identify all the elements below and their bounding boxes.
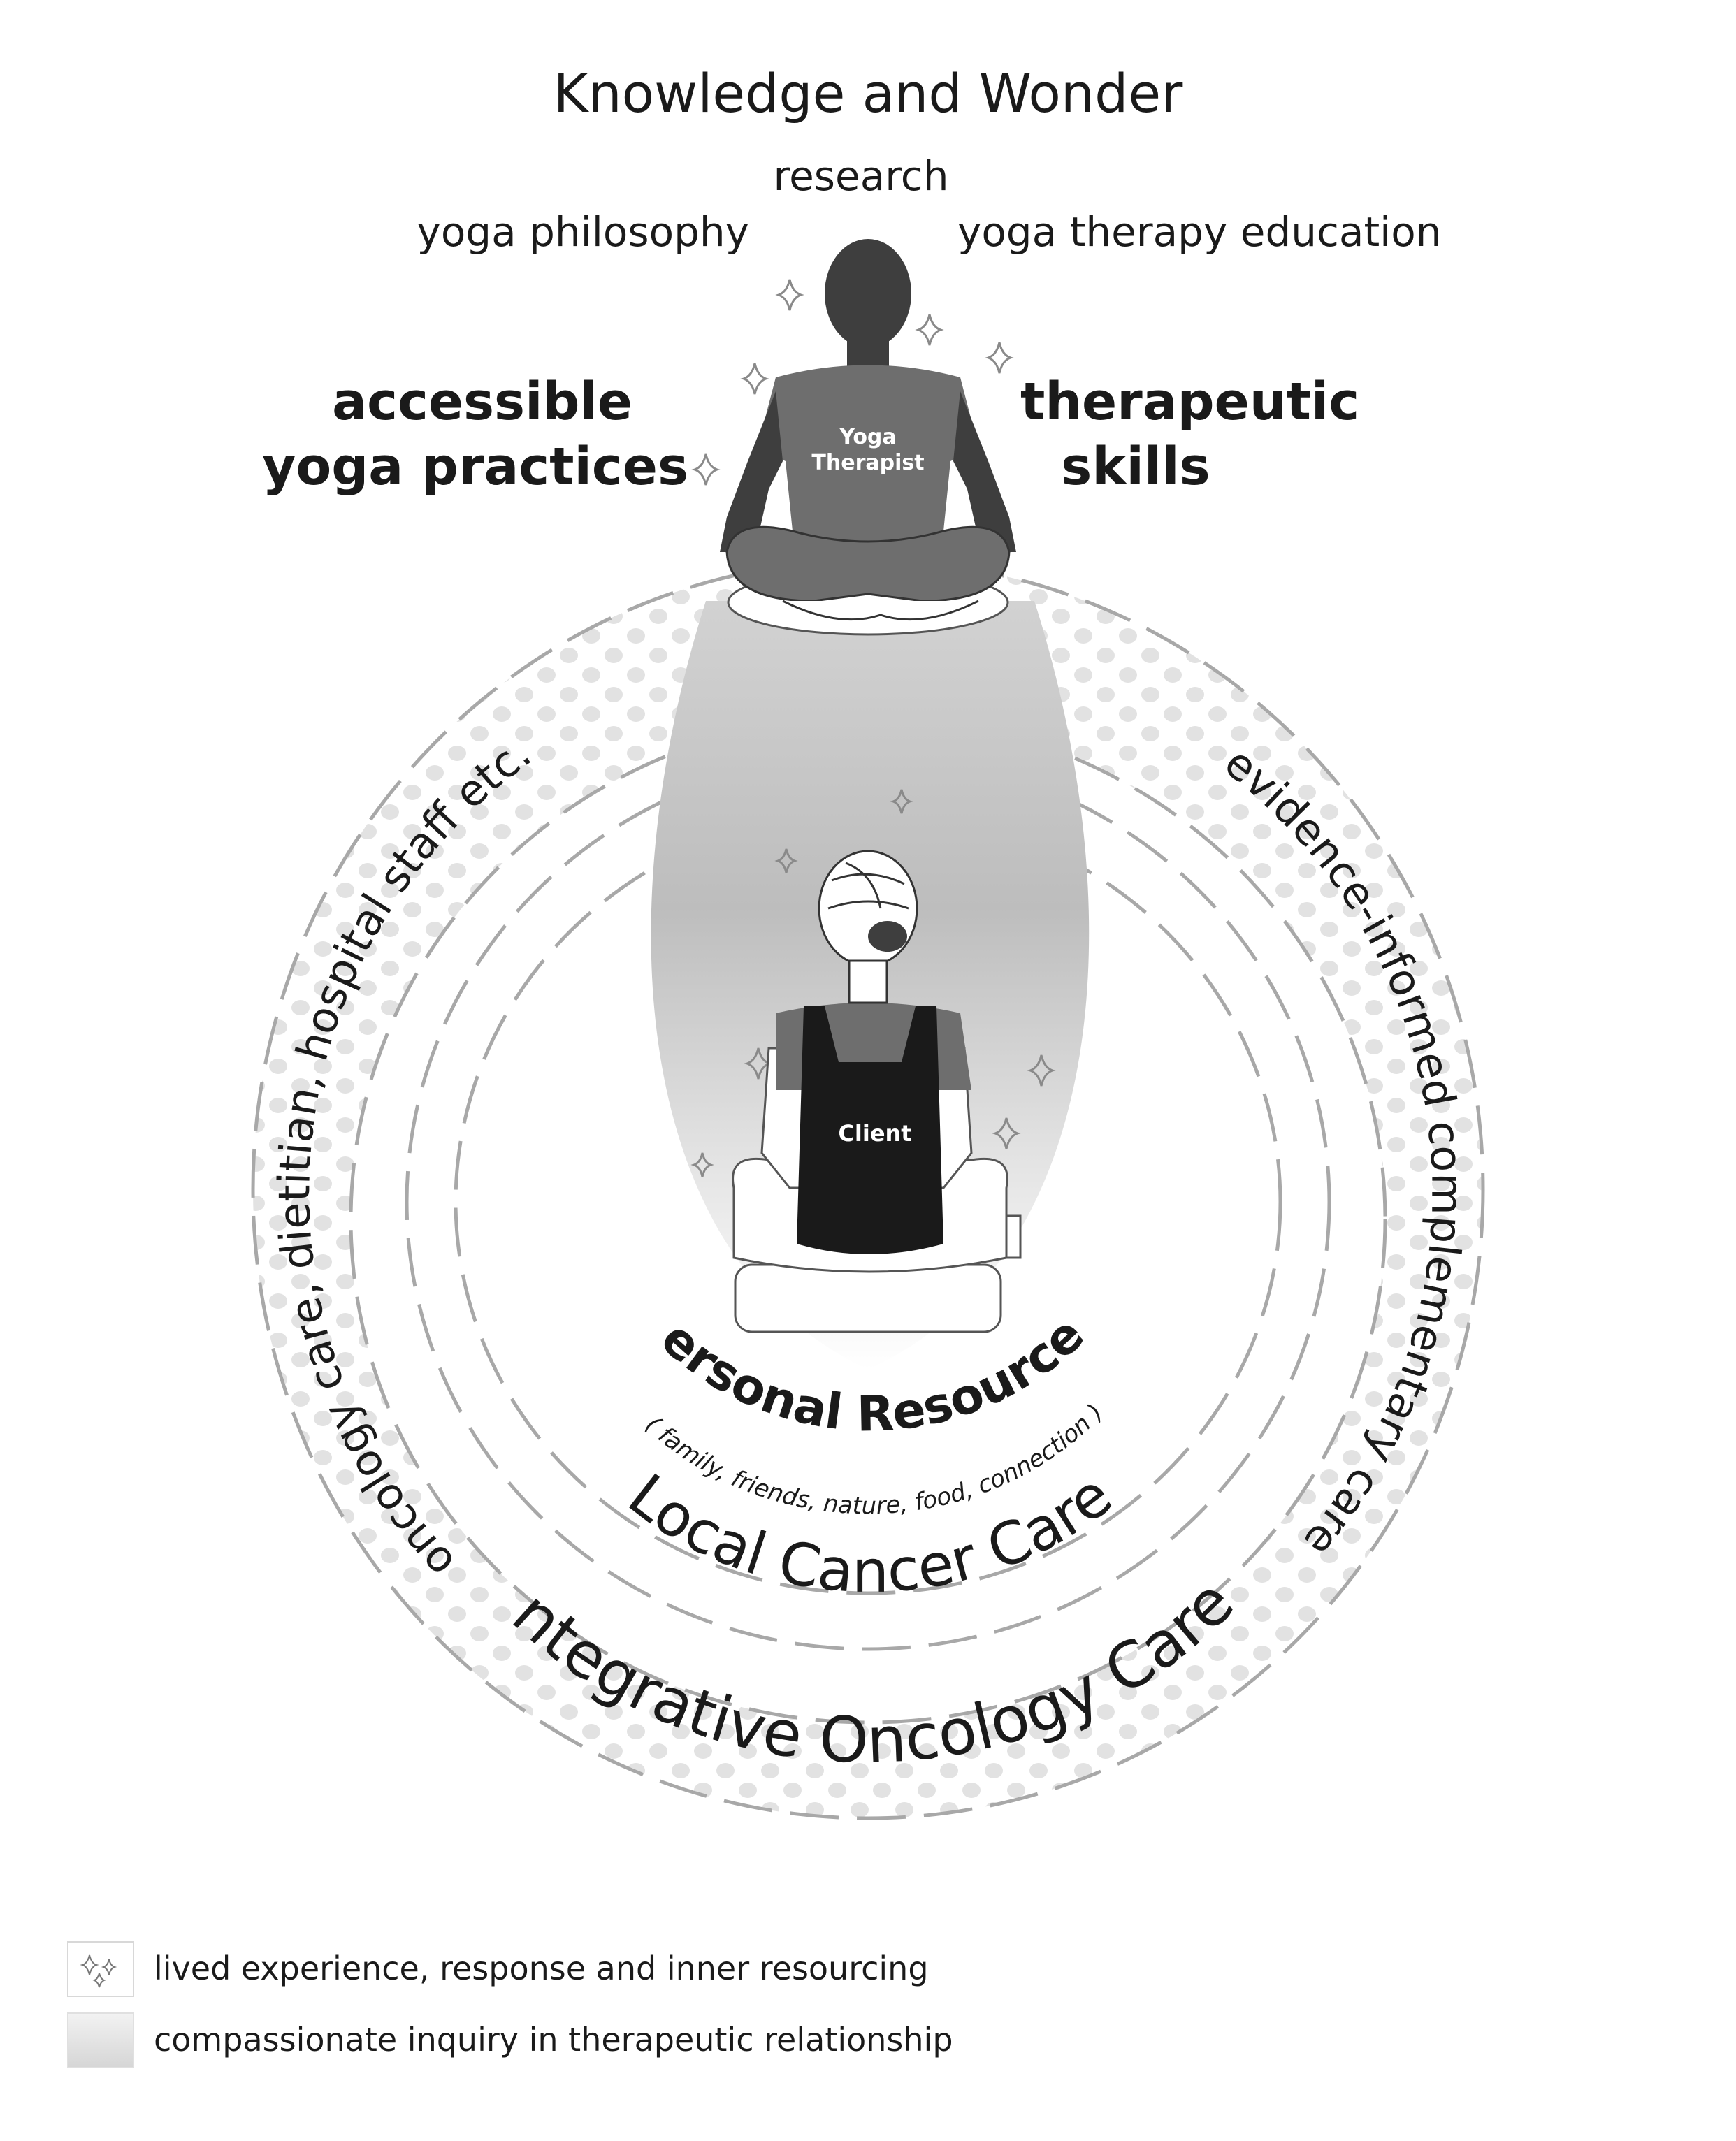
client-neck <box>849 961 887 1003</box>
therapeutic-skills-line2: skills <box>1061 437 1210 497</box>
client-label: Client <box>838 1120 911 1147</box>
legend-sparkle-swatch <box>67 1941 134 1997</box>
client-cushion <box>735 1265 1001 1332</box>
legend-item-lived-experience: lived experience, response and inner res… <box>67 1941 1046 1997</box>
legend-item-compassionate-inquiry: compassionate inquiry in therapeutic rel… <box>67 2012 1046 2068</box>
legend-label: compassionate inquiry in therapeutic rel… <box>154 2021 953 2059</box>
research-label: research <box>774 152 949 200</box>
sparkle-icon <box>68 1943 133 1996</box>
yoga-therapy-education-label: yoga therapy education <box>957 208 1442 256</box>
therapist-head <box>825 239 911 348</box>
therapeutic-skills-line1: therapeutic <box>1020 372 1359 432</box>
therapist-label-line2: Therapist <box>811 451 924 475</box>
legend-label: lived experience, response and inner res… <box>154 1950 929 1987</box>
knowledge-title: Knowledge and Wonder <box>554 62 1183 124</box>
client-hair-bun <box>868 921 907 952</box>
yoga-philosophy-label: yoga philosophy <box>417 208 750 256</box>
accessible-practices-line1: accessible <box>332 372 632 432</box>
therapist-label-line1: Yoga <box>839 425 896 449</box>
accessible-practices-line2: yoga practices <box>262 437 688 497</box>
client-head <box>819 851 917 966</box>
legend-gradient-swatch <box>67 2012 134 2068</box>
